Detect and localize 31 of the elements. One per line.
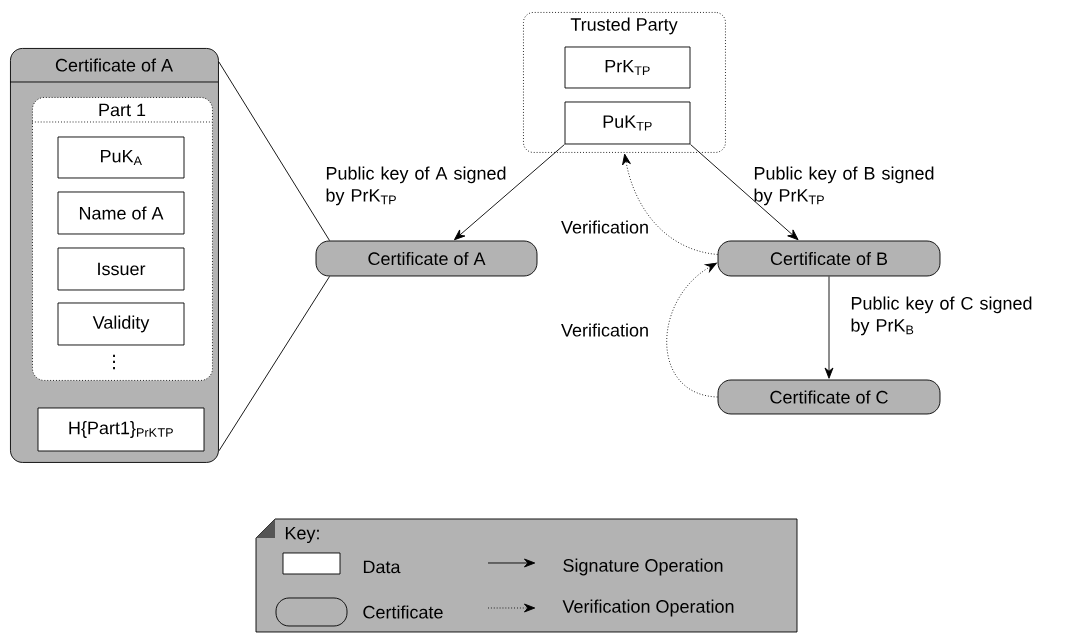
- data-box: H{Part1}$_{PrKTP}$: [37, 407, 205, 452]
- data-box: PuK$_{TP}$: [564, 101, 691, 145]
- edge-label: Public key of A signed by PrK$_{TP}$: [326, 166, 506, 206]
- legend-text: Certificate: [363, 605, 443, 619]
- signature-arrow: [824, 276, 834, 379]
- certificate-pill: Certificate of C: [717, 379, 941, 415]
- certificate-pill: Certificate of B: [717, 240, 941, 277]
- data-box: Issuer: [57, 247, 185, 291]
- signature-arrow: [454, 144, 565, 241]
- edge-label: Verification: [561, 323, 648, 337]
- legend-text: Data: [363, 560, 401, 574]
- zoom-line: [218, 276, 330, 452]
- edge-label: Verification: [561, 220, 648, 234]
- group-heading: Trusted Party: [570, 17, 678, 35]
- zoom-line: [218, 61, 330, 241]
- data-box: Validity: [57, 302, 185, 346]
- edge-label: Public key of C signed by PrK$_{B}$: [851, 296, 1032, 336]
- ellipsis-mark: ⋮: [113, 354, 115, 370]
- certificate-pill: Certificate of A: [315, 240, 538, 277]
- legend-text: Signature Operation: [563, 558, 723, 576]
- data-box: PuK$_{A}$: [57, 136, 185, 179]
- panel-heading: Certificate of A: [55, 58, 173, 72]
- data-box: PrK$_{TP}$: [564, 46, 691, 89]
- legend-title: Key:: [285, 526, 319, 544]
- edge-label: Public key of B signed by PrK$_{TP}$: [754, 166, 934, 206]
- legend-text: Verification Operation: [562, 599, 734, 617]
- verification-arrow: [666, 262, 718, 398]
- verification-arrow: [622, 153, 718, 255]
- group-heading: Part 1: [99, 103, 146, 117]
- signature-arrow: [690, 144, 799, 241]
- data-box: Name of A: [57, 191, 185, 235]
